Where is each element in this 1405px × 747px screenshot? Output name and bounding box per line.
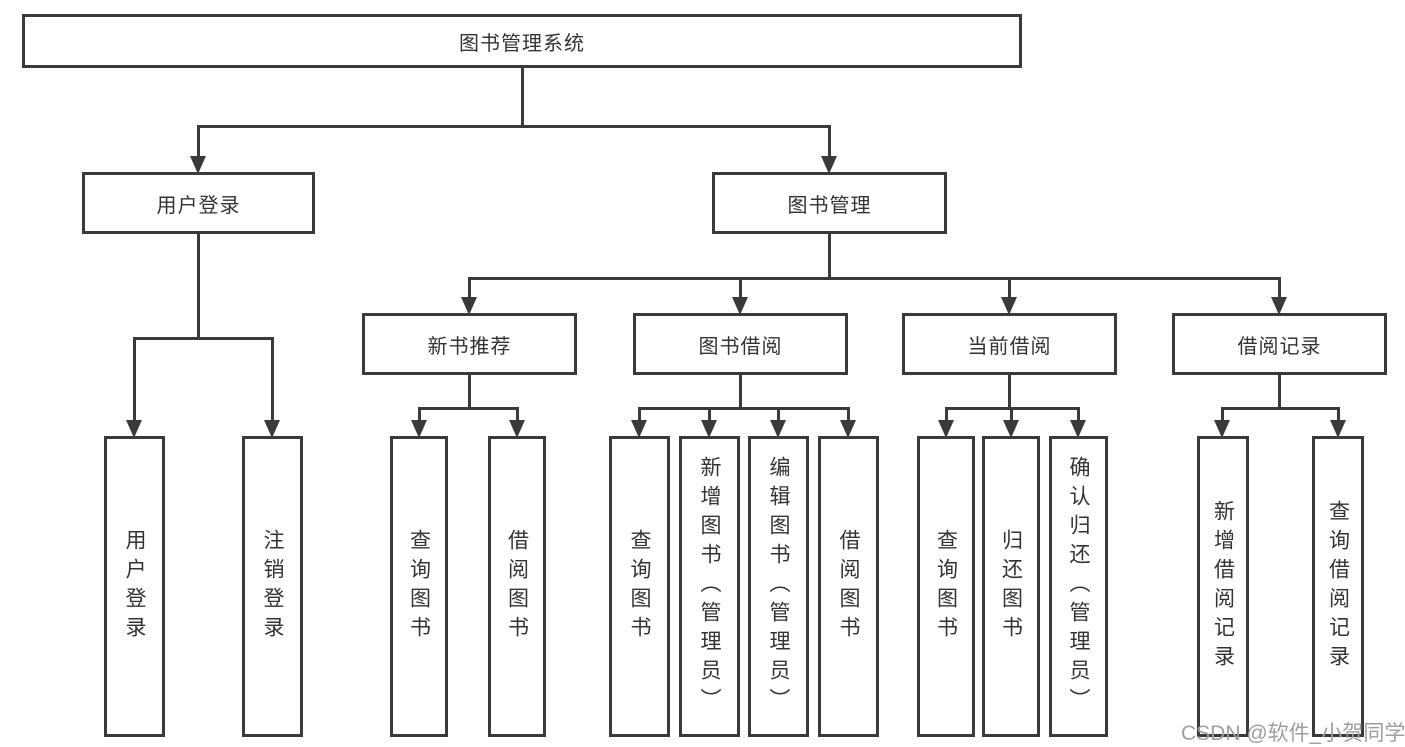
arrow-down-icon (1271, 297, 1287, 315)
connector-stem-current-borrow (1008, 375, 1011, 407)
node-borrow-records-label: 借阅记录 (1237, 335, 1322, 358)
connector-hline-root (197, 125, 831, 128)
connector-drop (1010, 407, 1013, 424)
leaf-logout: 注销登录 (242, 436, 303, 737)
leaf-br-query-record-label: 查询借阅记录 (1326, 499, 1350, 674)
arrow-down-icon (1330, 420, 1346, 438)
node-book-management-label: 图书管理 (787, 194, 872, 217)
arrow-down-icon (1001, 297, 1017, 315)
connector-drop (468, 277, 471, 301)
node-new-book-recommend-label: 新书推荐 (427, 335, 512, 358)
connector-drop (418, 407, 421, 424)
leaf-bb-edit-books: 编辑图书（管理员） (748, 436, 809, 737)
leaf-nb-borrow-books: 借阅图书 (488, 436, 546, 737)
node-current-borrow-label: 当前借阅 (967, 335, 1052, 358)
arrow-down-icon (1214, 420, 1230, 438)
leaf-cb-confirm-return-label: 确认归还（管理员） (1067, 456, 1090, 717)
arrow-down-icon (770, 420, 786, 438)
node-user-login-label: 用户登录 (156, 194, 241, 217)
leaf-logout-label: 注销登录 (261, 528, 284, 645)
connector-stem-user-login (197, 234, 200, 337)
connector-stem-new-book-recommend (468, 375, 471, 407)
connector-hline-book-management (468, 277, 1281, 280)
arrow-down-icon (1003, 420, 1019, 438)
leaf-cb-confirm-return: 确认归还（管理员） (1049, 436, 1108, 737)
leaf-bb-add-books: 新增图书（管理员） (679, 436, 740, 737)
node-book-management: 图书管理 (712, 172, 947, 234)
leaf-br-query-record: 查询借阅记录 (1312, 436, 1364, 737)
leaf-cb-return-books: 归还图书 (982, 436, 1040, 737)
leaf-bb-borrow-books-label: 借阅图书 (837, 528, 860, 645)
arrow-down-icon (509, 420, 525, 438)
leaf-br-add-record-label: 新增借阅记录 (1211, 499, 1235, 674)
node-root: 图书管理系统 (22, 14, 1022, 68)
connector-stem-book-management (828, 234, 831, 277)
leaf-cb-query-books-label: 查询图书 (934, 528, 958, 645)
leaf-bb-query-books: 查询图书 (609, 436, 670, 737)
arrow-down-icon (840, 420, 856, 438)
node-borrow-records: 借阅记录 (1172, 313, 1387, 375)
leaf-user-login-label: 用户登录 (123, 528, 146, 645)
connector-stem-root (521, 68, 524, 125)
node-root-label: 图书管理系统 (459, 32, 585, 55)
node-book-borrow-label: 图书借阅 (698, 335, 783, 358)
arrow-down-icon (264, 420, 280, 438)
leaf-nb-borrow-books-label: 借阅图书 (505, 528, 529, 645)
arrow-down-icon (461, 297, 477, 315)
leaf-br-add-record: 新增借阅记录 (1197, 436, 1249, 737)
connector-stem-borrow-records (1278, 375, 1281, 407)
leaf-cb-query-books: 查询图书 (917, 436, 975, 737)
connector-hline-user-login (133, 337, 274, 340)
leaf-user-login: 用户登录 (104, 436, 165, 737)
connector-drop (1221, 407, 1224, 424)
node-current-borrow: 当前借阅 (902, 313, 1117, 375)
arrow-down-icon (411, 420, 427, 438)
leaf-cb-return-books-label: 归还图书 (999, 528, 1023, 645)
connector-drop (1278, 277, 1281, 301)
connector-hline-book-borrow (638, 407, 849, 410)
node-user-login: 用户登录 (82, 172, 315, 234)
connector-drop (516, 407, 519, 424)
node-new-book-recommend: 新书推荐 (362, 313, 577, 375)
connector-drop (1337, 407, 1340, 424)
arrow-down-icon (938, 420, 954, 438)
connector-drop (847, 407, 850, 424)
connector-drop (708, 407, 711, 424)
connector-drop (945, 407, 948, 424)
connector-drop (739, 277, 742, 301)
arrow-down-icon (732, 297, 748, 315)
connector-drop (1077, 407, 1080, 424)
connector-drop (777, 407, 780, 424)
connector-drop (271, 337, 274, 424)
arrow-down-icon (821, 156, 837, 174)
connector-hline-borrow-records (1221, 407, 1340, 410)
connector-drop (828, 125, 831, 160)
arrow-down-icon (1070, 420, 1086, 438)
leaf-bb-edit-books-label: 编辑图书（管理员） (767, 456, 790, 717)
leaf-nb-query-books-label: 查询图书 (407, 528, 431, 645)
connector-drop (133, 337, 136, 424)
connector-drop (1008, 277, 1011, 301)
leaf-bb-add-books-label: 新增图书（管理员） (698, 456, 721, 717)
arrow-down-icon (126, 420, 142, 438)
arrow-down-icon (190, 156, 206, 174)
watermark: CSDN @软件_小贺同学 (1181, 722, 1405, 745)
connector-drop (197, 125, 200, 160)
connector-drop (638, 407, 641, 424)
arrow-down-icon (631, 420, 647, 438)
connector-stem-book-borrow (739, 375, 742, 407)
connector-hline-new-book-recommend (418, 407, 519, 410)
leaf-bb-borrow-books: 借阅图书 (818, 436, 879, 737)
leaf-bb-query-books-label: 查询图书 (628, 528, 651, 645)
node-book-borrow: 图书借阅 (633, 313, 848, 375)
arrow-down-icon (701, 420, 717, 438)
leaf-nb-query-books: 查询图书 (390, 436, 448, 737)
